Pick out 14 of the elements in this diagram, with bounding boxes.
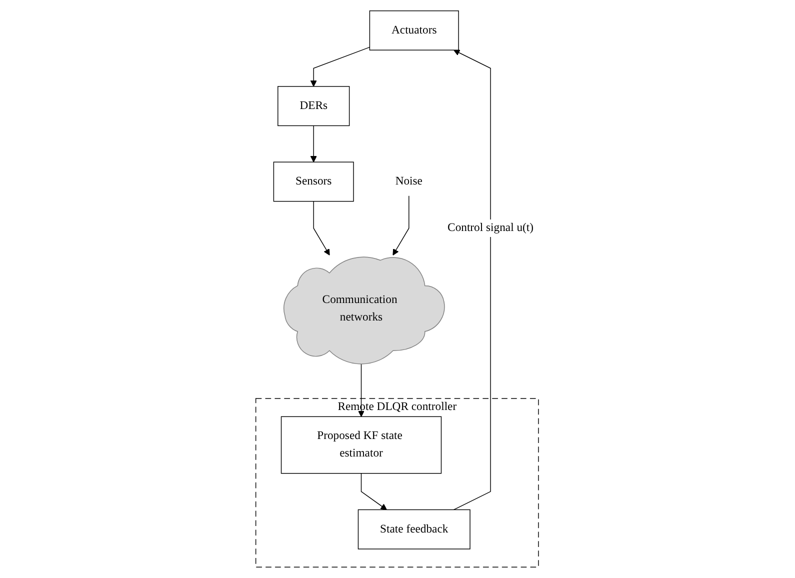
node-box: DERs <box>278 86 350 126</box>
node-box: Proposed KF state estimator <box>281 416 442 474</box>
node-box: Sensors <box>274 162 354 202</box>
arrow <box>314 200 330 256</box>
edge-label: Control signal u(t) <box>448 222 534 234</box>
node-box: State feedback <box>358 509 471 550</box>
arrow <box>358 362 365 417</box>
node-box: Actuators <box>370 10 460 50</box>
node-text: Noise <box>396 175 423 188</box>
arrow <box>310 125 318 162</box>
arrow <box>393 196 410 256</box>
arrow <box>310 46 370 87</box>
arrow <box>361 473 388 510</box>
arrow <box>454 50 492 510</box>
